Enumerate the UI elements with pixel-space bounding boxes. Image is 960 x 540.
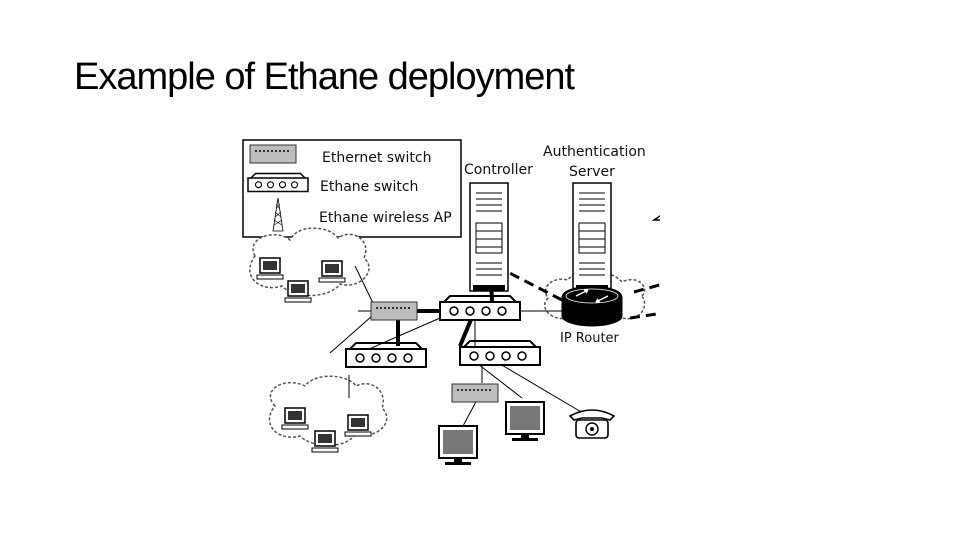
legend-ethernet-switch-label: Ethernet switch <box>322 150 431 166</box>
legend-ethane-wireless-ap-label: Ethane wireless AP <box>319 210 452 226</box>
pc-icon <box>256 257 284 280</box>
pc-icon <box>344 414 372 437</box>
laptop-icon <box>651 215 660 221</box>
controller-label: Controller <box>464 162 533 178</box>
legend-ethane-switch-label: Ethane switch <box>320 179 418 195</box>
controller-router-dashed-link <box>495 264 660 320</box>
ip-router-label: IP Router <box>560 331 620 346</box>
legend-box: Ethernet switch Ethane switch Ethane wir… <box>242 139 462 238</box>
authentication-server-icon <box>572 182 612 292</box>
pc-icon <box>318 260 346 283</box>
monitor-icon <box>438 425 478 466</box>
monitor-icon <box>505 401 545 442</box>
ethane-switch-icon <box>439 295 521 321</box>
pc-icon <box>311 430 339 453</box>
ethernet-switch-legend-icon <box>249 144 297 164</box>
auth-server-label-line2: Server <box>569 164 615 180</box>
ethane-switch-icon <box>459 340 541 366</box>
ethernet-switch-icon <box>370 301 418 321</box>
pc-icon <box>281 407 309 430</box>
ethane-deployment-diagram: Ethernet switch Ethane switch Ethane wir… <box>242 139 660 466</box>
controller-server-icon <box>469 182 509 292</box>
ethane-switch-icon <box>345 342 427 368</box>
telephone-icon <box>568 409 616 439</box>
slide-title: Example of Ethane deployment <box>74 56 575 98</box>
ethernet-switch-icon <box>451 383 499 403</box>
ip-router-icon <box>561 286 623 327</box>
auth-server-label-line1: Authentication <box>543 144 646 160</box>
pc-icon <box>284 280 312 303</box>
